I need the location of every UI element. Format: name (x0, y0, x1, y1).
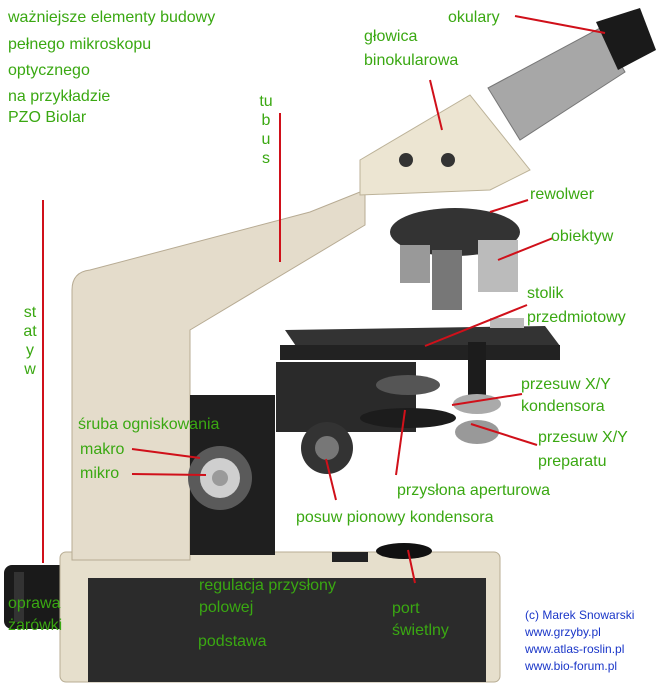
eyepiece-cup (596, 8, 656, 70)
condenser-knob-center (315, 436, 339, 460)
credit-line-3: www.atlas-roslin.pl (525, 642, 625, 656)
leader-lines (42, 15, 606, 584)
leader-obiektyw (497, 237, 554, 261)
label-glowica: głowica binokularowa (364, 28, 459, 69)
leader-posuw (325, 458, 337, 501)
label-okulary: okulary (448, 9, 500, 26)
leader-przyslona (395, 409, 406, 476)
light-port (376, 543, 432, 559)
head-screw-1 (399, 153, 413, 167)
condenser (376, 375, 440, 395)
slide-clip (490, 318, 524, 328)
focus-knob-center (212, 470, 228, 486)
label-makro: makro (80, 441, 125, 458)
objective-1 (400, 245, 430, 283)
leader-glowica (429, 79, 443, 131)
base-panel (88, 578, 486, 682)
diagram-title-line-4: na przykładzie (8, 88, 111, 105)
label-port-swietlny: port świetlny (392, 600, 449, 639)
label-sruba-ogniskowania: śruba ogniskowania (78, 416, 220, 433)
aperture-diaphragm (360, 408, 456, 428)
label-przesuw-preparatu: przesuw X/Y preparatu (538, 429, 628, 470)
leader-port (407, 549, 416, 584)
label-mikro: mikro (80, 465, 120, 482)
objective-2 (432, 250, 462, 310)
diagram-title-line-1: ważniejsze elementy budowy (8, 9, 216, 26)
leader-mikro (131, 473, 207, 476)
label-stolik: stolik przedmiotowy (527, 285, 626, 326)
leader-przesuw-prep (470, 423, 538, 446)
credit-line-1: (c) Marek Snowarski (525, 608, 635, 622)
diagram-title-line-2: pełnego mikroskopu (8, 36, 152, 53)
stage-edge (280, 345, 560, 360)
credit-line-2: www.grzyby.pl (525, 625, 601, 639)
leader-przesuw-kond (451, 393, 523, 406)
stage-xy-knob (455, 420, 499, 444)
label-obiektyw: obiektyw (551, 228, 614, 245)
head-screw-2 (441, 153, 455, 167)
objective-3 (478, 240, 518, 292)
label-przesuw-kondensora: przesuw X/Y kondensora (521, 376, 611, 415)
label-statyw: statyw (23, 304, 37, 378)
label-oprawa-zarowki: oprawa żarówki (8, 595, 63, 634)
credit-line-4: www.bio-forum.pl (525, 659, 618, 673)
eyepiece-tube (487, 27, 626, 141)
microscope-arm (71, 189, 366, 561)
leader-okulary (514, 15, 606, 34)
diagram-title-line-5: PZO Biolar (8, 109, 87, 126)
label-podstawa: podstawa (198, 633, 267, 650)
leader-stolik (424, 304, 528, 347)
binocular-head (359, 94, 531, 196)
label-regulacja-przyslony: regulacja przysłony polowej (199, 577, 336, 616)
leader-makro (131, 448, 201, 459)
lamp-ring (14, 572, 24, 622)
label-przyslona-aperturowa: przysłona aperturowa (397, 482, 550, 499)
label-rewolwer: rewolwer (530, 186, 595, 203)
label-tubus: tubus (259, 93, 273, 167)
leader-rewolwer (489, 199, 529, 213)
label-posuw-pionowy: posuw pionowy kondensora (296, 509, 494, 526)
field-diaphragm-knob (332, 552, 368, 562)
diagram-title-line-3: optycznego (8, 62, 90, 79)
xy-control-shaft (468, 342, 486, 402)
